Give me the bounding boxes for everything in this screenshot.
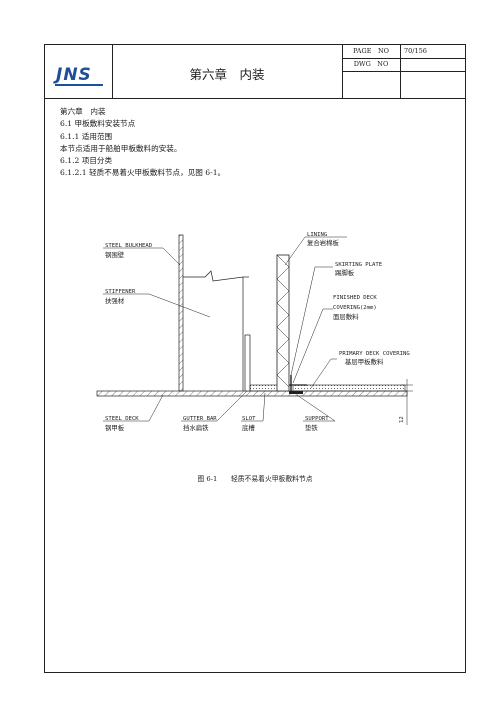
support (289, 391, 303, 394)
label-stiffener-cn: 扶强材 (105, 296, 125, 305)
body-text: 第六章 内装 6.1 甲板敷料安装节点 6.1.1 适用范围 本节点适用于船舶甲… (60, 106, 225, 180)
text-line: 本节点适用于船舶甲板敷料的安装。 (60, 143, 182, 153)
label-lining-cn: 复合岩棉板 (307, 238, 340, 247)
leader-finished (292, 308, 333, 384)
label-skirting-cn: 踢脚板 (335, 268, 355, 277)
label-steel-bulkhead-cn: 钢围壁 (105, 250, 125, 259)
leader-stiffener (103, 293, 211, 318)
steel-bulkhead (178, 234, 184, 392)
figure-caption: 图 6-1 轻质不易着火甲板敷料节点 (197, 475, 313, 483)
header-table: JNS 第六章 内装 PAGE NO 70/156 DWG NO (45, 45, 465, 99)
dimension-value: 12 (399, 416, 405, 423)
label-primary-en: PRIMARY DECK COVERING (339, 351, 410, 357)
dwg-no-row: DWG NO (342, 58, 465, 72)
primary-deck-covering (292, 384, 406, 392)
label-support-cn: 垫铁 (305, 423, 318, 432)
page-no-row: PAGE NO 70/156 (342, 45, 465, 59)
dwg-no-label: DWG NO (342, 58, 401, 71)
document-frame: JNS 第六章 内装 PAGE NO 70/156 DWG NO 第六章 内装 … (44, 44, 466, 673)
info-cell: PAGE NO 70/156 DWG NO (342, 45, 465, 98)
steel-deck (96, 390, 408, 397)
lining-core-pattern (276, 254, 290, 388)
page-no-label: PAGE NO (342, 45, 401, 58)
label-lining-en: LINING (307, 232, 328, 238)
stiffener (183, 270, 244, 391)
leader-skirting (290, 266, 333, 376)
text-line: 6.1.2.1 轻质不易着火甲板敷料节点，见图 6-1。 (60, 168, 226, 178)
leader-steel-bulkhead (103, 247, 181, 266)
leader-lining (284, 236, 347, 266)
label-slot-en: SLOT (242, 416, 256, 422)
gutter-bar (244, 334, 251, 392)
label-slot-cn: 底槽 (242, 423, 255, 432)
company-logo: JNS (56, 65, 92, 85)
label-steel-bulkhead-en: STEEL BULKHEAD (105, 243, 153, 249)
label-finished-en-2: COVERING(2mm) (333, 305, 377, 311)
label-steel-deck-cn: 钢甲板 (105, 423, 125, 432)
text-line: 6.1.2 项目分类 (60, 156, 113, 166)
logo-cell: JNS (45, 45, 113, 98)
text-line: 第六章 内装 (60, 107, 106, 116)
chapter-title: 第六章 内装 (189, 67, 265, 82)
page-no-value: 70/156 (404, 47, 427, 55)
leader-slot (241, 392, 266, 422)
leader-primary (310, 358, 337, 389)
leader-gutter (181, 390, 248, 422)
label-primary-cn: 基层甲板敷料 (345, 357, 384, 366)
label-skirting-en: SKIRTING PLATE (335, 262, 383, 268)
text-line: 6.1 甲板敷料安装节点 (60, 119, 136, 129)
label-support-en: SUPPORT (305, 416, 329, 422)
slot (249, 384, 279, 392)
label-gutter-en: GUTTER BAR (183, 416, 217, 422)
label-gutter-cn: 挡水扁铁 (183, 423, 209, 432)
text-line: 6.1.1 适用范围 (60, 131, 113, 141)
info-divider (400, 71, 401, 98)
leader-steel-deck (103, 394, 164, 422)
label-stiffener-en: STIFFENER (105, 289, 136, 295)
label-steel-deck-en: STEEL DECK (105, 416, 139, 422)
logo-underline (55, 84, 103, 86)
label-finished-cn: 面层敷料 (333, 312, 359, 321)
leader-support (296, 394, 336, 422)
label-finished-en-1: FINISHED DECK (333, 295, 377, 301)
deck-covering-detail-drawing: 12 STEEL BULKHEAD 钢围壁 STIFFENER 扶强材 LINI… (96, 232, 413, 432)
lining-panel (276, 254, 290, 392)
